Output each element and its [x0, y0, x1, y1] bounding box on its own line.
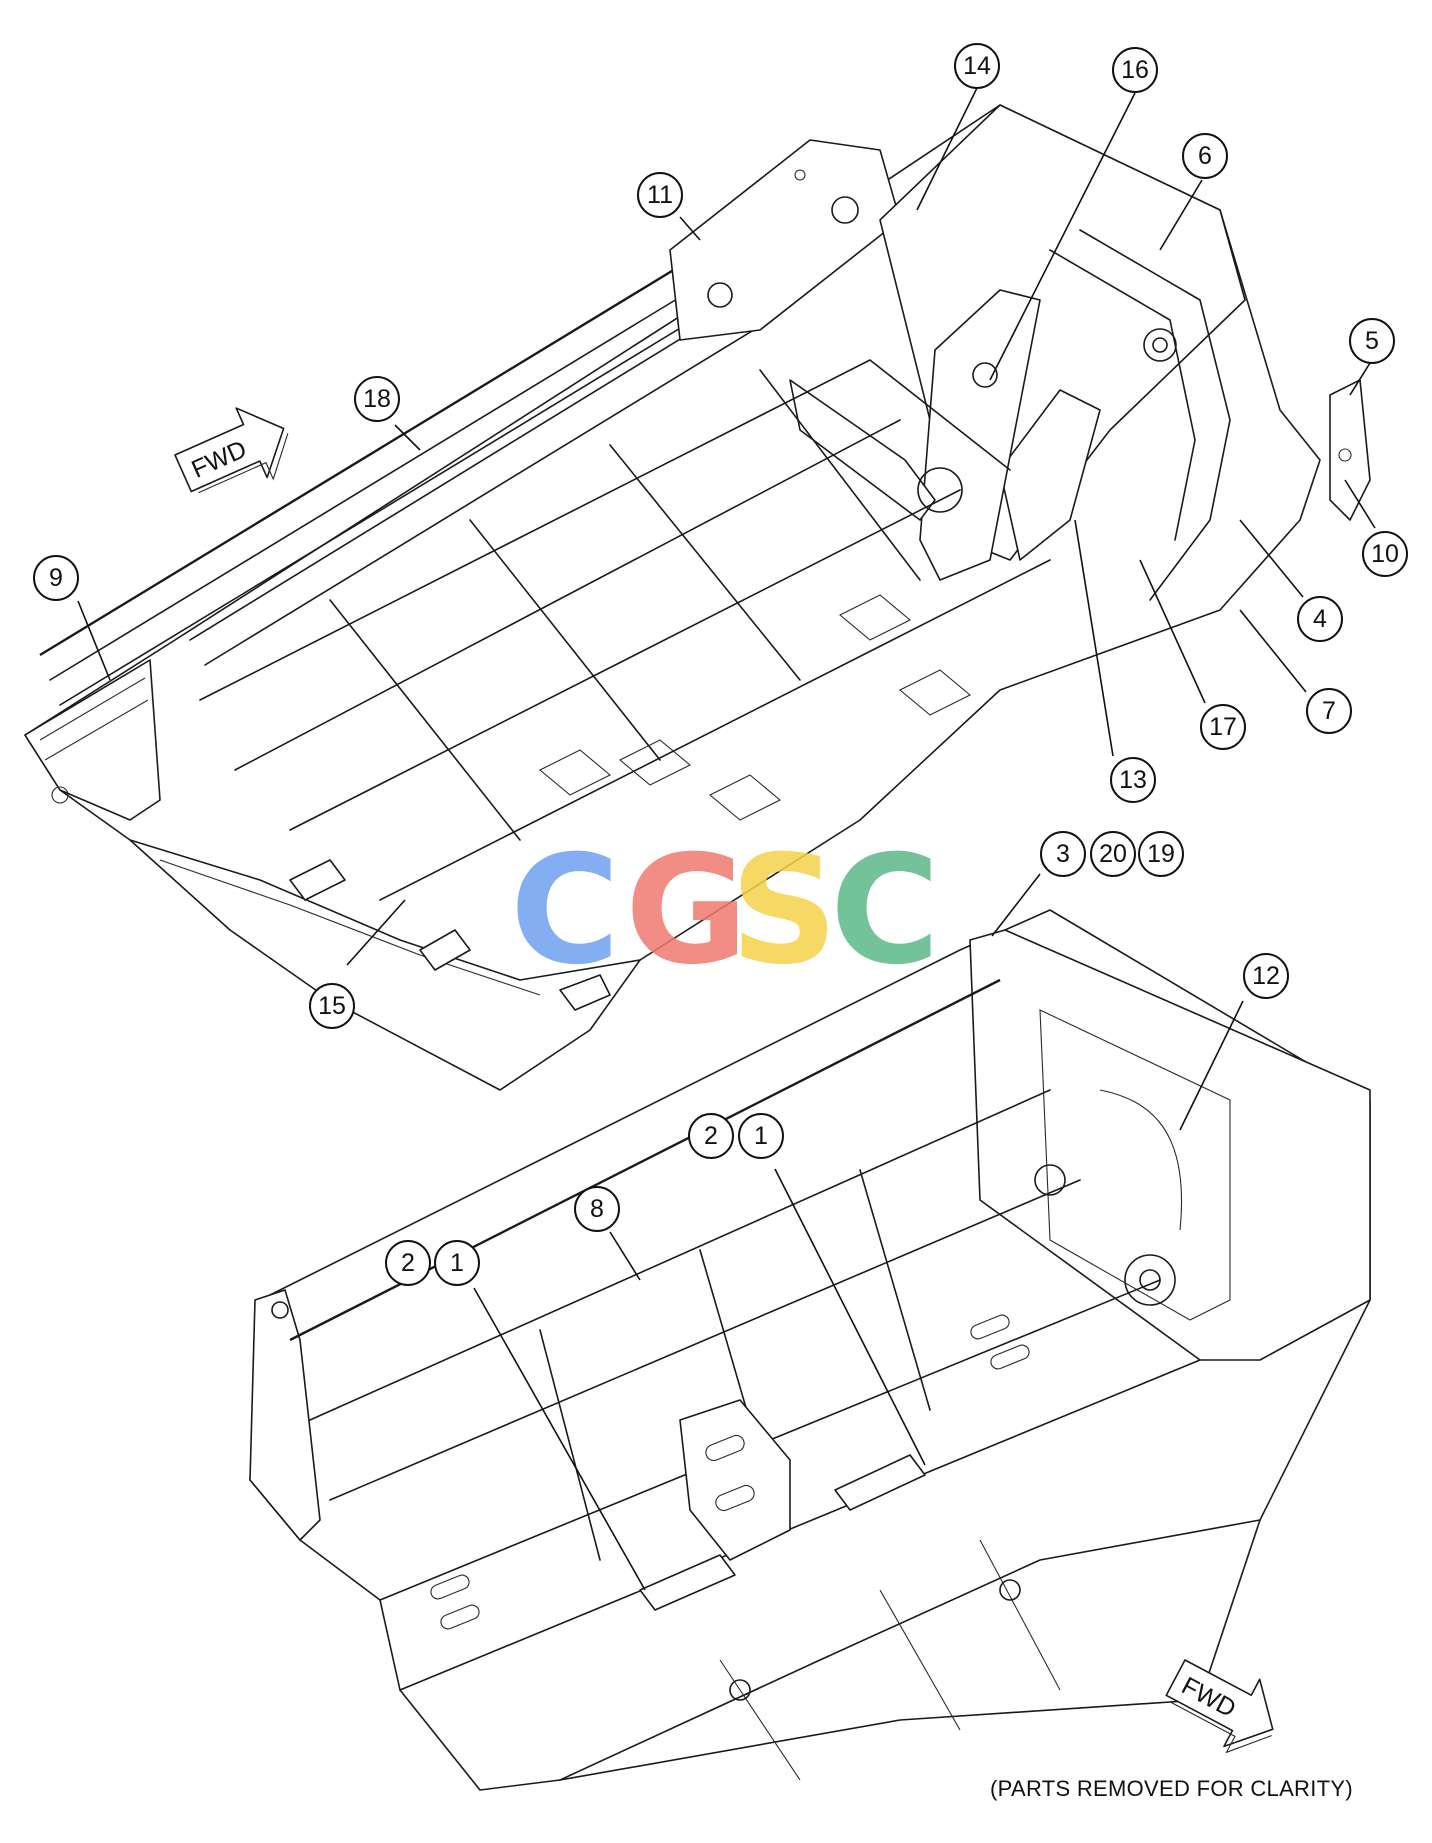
callout-10-label: 10	[1371, 540, 1399, 568]
callout-2-upper-label: 2	[704, 1122, 718, 1150]
callout-4: 4	[1297, 596, 1343, 642]
fwd-arrow-top: FWD	[174, 407, 289, 494]
callout-1-lower: 1	[434, 1240, 480, 1286]
watermark-letter-1: C	[510, 824, 620, 998]
callout-19-label: 19	[1147, 840, 1175, 868]
callout-7: 7	[1306, 688, 1352, 734]
callout-20-label: 20	[1099, 840, 1127, 868]
callout-6-label: 6	[1198, 142, 1212, 170]
callout-20: 20	[1090, 831, 1136, 877]
callout-14-label: 14	[963, 52, 991, 80]
callout-2-lower-label: 2	[401, 1249, 415, 1277]
callout-15-label: 15	[318, 992, 346, 1020]
callout-5-label: 5	[1365, 327, 1379, 355]
callout-14: 14	[954, 43, 1000, 89]
callout-8: 8	[574, 1186, 620, 1232]
callout-2-lower: 2	[385, 1240, 431, 1286]
lower-assembly	[249, 909, 1371, 1791]
callout-10: 10	[1362, 531, 1408, 577]
callout-11-label: 11	[647, 181, 673, 209]
callout-1-lower-label: 1	[450, 1249, 464, 1277]
callout-7-label: 7	[1322, 697, 1336, 725]
callout-16-label: 16	[1121, 56, 1149, 84]
callout-4-label: 4	[1313, 605, 1327, 633]
callout-6: 6	[1182, 133, 1228, 179]
callout-12-label: 12	[1252, 962, 1280, 990]
watermark: C G S C	[510, 824, 940, 998]
callout-16: 16	[1112, 47, 1158, 93]
watermark-letter-2: G	[625, 824, 748, 998]
leader-lines	[77, 87, 1376, 1591]
callout-1-upper: 1	[738, 1113, 784, 1159]
watermark-letter-4: C	[830, 824, 940, 998]
parts-removed-note: (PARTS REMOVED FOR CLARITY)	[990, 1776, 1353, 1801]
callout-9-label: 9	[49, 564, 63, 592]
callout-12: 12	[1243, 953, 1289, 999]
callout-3: 3	[1040, 831, 1086, 877]
callout-15: 15	[309, 983, 355, 1029]
callout-18: 18	[354, 376, 400, 422]
callout-1-upper-label: 1	[754, 1122, 768, 1150]
callout-9: 9	[33, 555, 79, 601]
callout-5: 5	[1349, 318, 1395, 364]
callout-11: 11	[637, 172, 683, 218]
callout-17: 17	[1200, 704, 1246, 750]
callout-13-label: 13	[1119, 766, 1147, 794]
watermark-letter-3: S	[730, 824, 838, 998]
callout-18-label: 18	[363, 385, 391, 413]
callout-8-label: 8	[590, 1195, 604, 1223]
callout-3-label: 3	[1056, 840, 1070, 868]
upper-assembly	[24, 104, 1371, 1091]
callout-2-upper: 2	[688, 1113, 734, 1159]
callout-13: 13	[1110, 757, 1156, 803]
callout-17-label: 17	[1209, 713, 1237, 741]
callout-19: 19	[1138, 831, 1184, 877]
